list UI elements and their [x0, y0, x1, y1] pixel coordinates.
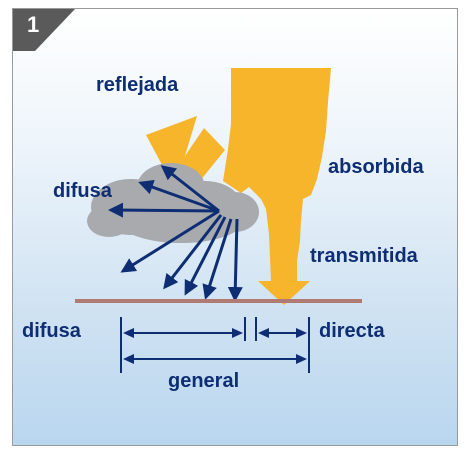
- label-reflected: reflejada: [96, 74, 179, 96]
- diffuse-arrows: [108, 165, 243, 302]
- panel-number: 1: [27, 12, 40, 37]
- label-absorbed: absorbida: [328, 156, 424, 178]
- measurement-brackets: [120, 317, 310, 373]
- diffuse-arrow: [163, 214, 223, 290]
- sunbeam-main: [223, 68, 331, 305]
- diffuse-arrow: [202, 218, 233, 300]
- label-direct: directa: [319, 320, 385, 342]
- label-transmitted: transmitida: [310, 245, 418, 267]
- reflected-arrowhead: [146, 116, 197, 189]
- diffuse-arrow: [227, 218, 243, 302]
- label-diffuse-ground: difusa: [22, 320, 81, 342]
- diffuse-arrow: [184, 216, 227, 296]
- panel-number-badge: [13, 9, 75, 51]
- diffuse-arrow: [138, 179, 220, 213]
- diffuse-arrow: [120, 209, 220, 273]
- label-global: general: [168, 370, 240, 392]
- diffuse-arrow: [160, 165, 220, 213]
- diffuse-arrow: [108, 202, 220, 218]
- diagram-frame: 1 reflejada absorbida difusa transmitida…: [12, 8, 458, 446]
- label-diffuse-cloud: difusa: [53, 180, 112, 202]
- radiation-scene: [13, 9, 362, 373]
- ground-line: [75, 299, 362, 303]
- bracket-arrowheads: [123, 328, 307, 364]
